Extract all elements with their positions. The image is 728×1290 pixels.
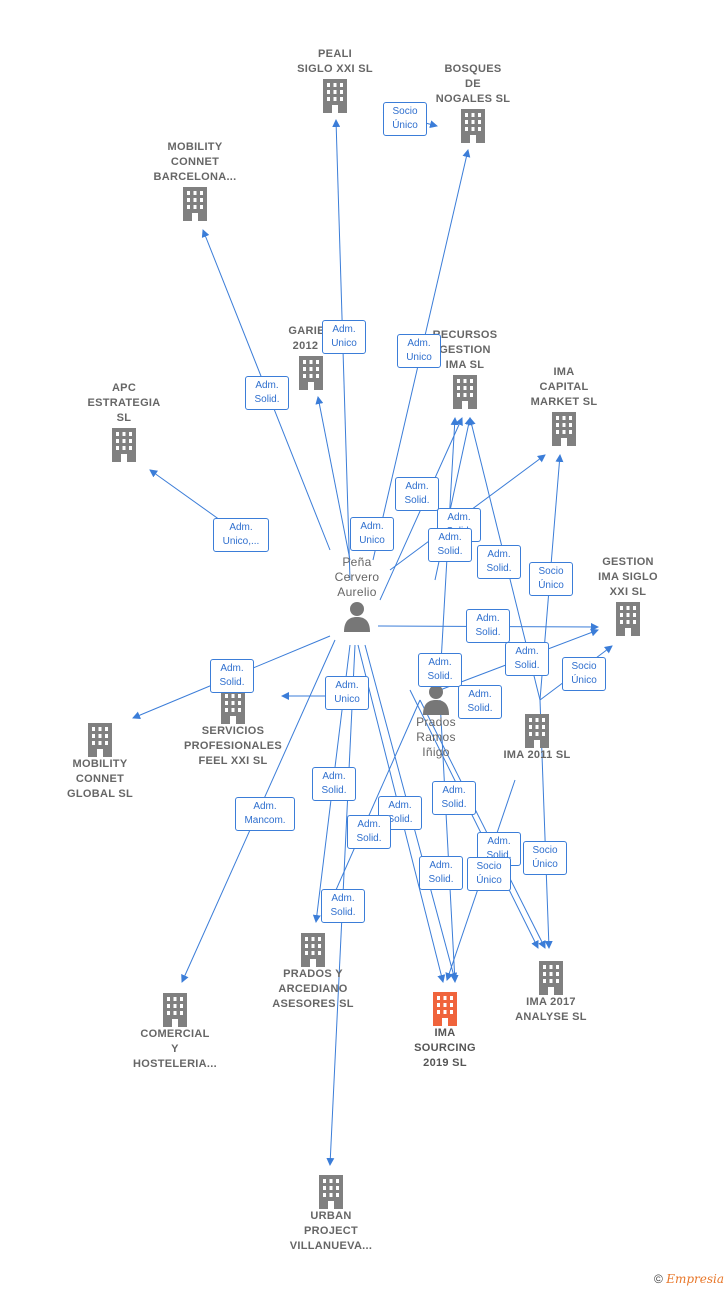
edge-tag[interactable]: Socio Único [562,657,606,691]
footer-brand: © Empresia [654,1272,724,1286]
edge-line [327,699,421,909]
building-icon [163,993,187,1027]
brand-logo: Empresia [666,1272,724,1286]
building-icon [453,375,477,409]
edge-tag[interactable]: Adm. Solid. [428,528,472,562]
edge-tag[interactable]: Adm. Unico [322,320,366,354]
edge-line [439,699,459,983]
edge-tag[interactable]: Adm. Unico [350,517,394,551]
person-icon [423,685,449,715]
person-pena[interactable]: Peña Cervero Aurelio [292,555,422,632]
node-label: IMA SOURCING 2019 SL [414,1027,476,1069]
node-label: IMA 2017 ANALYSE SL [515,996,587,1023]
node-servicios[interactable]: SERVICIOS PROFESIONALES FEEL XXI SL [168,688,298,769]
node-mobility-barcelona[interactable]: MOBILITY CONNET BARCELONA... [130,140,260,221]
edge-tag[interactable]: Adm. Unico,... [213,518,269,552]
building-icon [183,187,207,221]
node-label: SERVICIOS PROFESIONALES FEEL XXI SL [183,725,283,767]
node-label: URBAN PROJECT VILLANUEVA... [289,1210,373,1252]
edge-tag[interactable]: Socio Único [523,841,567,875]
node-mobility-global[interactable]: MOBILITY CONNET GLOBAL SL [35,721,165,802]
edge-tag[interactable]: Adm. Unico [397,334,441,368]
edge-tag[interactable]: Adm. Mancom. [235,797,295,831]
building-icon [301,933,325,967]
edge-tag[interactable]: Adm. Solid. [477,545,521,579]
edge-line [149,469,221,521]
edge-tag[interactable]: Adm. Solid. [395,477,439,511]
node-label: IMA CAPITAL MARKET SL [530,366,598,408]
building-icon [323,79,347,113]
node-ima-capital[interactable]: IMA CAPITAL MARKET SL [499,365,629,446]
node-label: RECURSOS GESTION IMA SL [432,329,498,371]
node-label: PEALI SIGLO XXI SL [297,48,373,75]
node-label: PRADOS Y ARCEDIANO ASESORES SL [272,968,354,1010]
building-icon [539,961,563,995]
person-label: Prados Ramos Iñigo [416,715,456,759]
building-icon [112,428,136,462]
edge-tag[interactable]: Adm. Solid. [432,781,476,815]
building-icon [616,602,640,636]
node-ima-2011[interactable]: IMA 2011 SL [472,712,602,763]
edge-line [315,396,351,561]
building-icon [221,690,245,724]
edge-tag[interactable]: Socio Único [383,102,427,136]
person-icon [344,602,370,632]
node-recursos[interactable]: RECURSOS GESTION IMA SL [400,328,530,409]
building-icon [461,109,485,143]
edge-tag[interactable]: Adm. Solid. [505,642,549,676]
node-gestion-ima[interactable]: GESTION IMA SIGLO XXI SL [563,555,693,636]
edge-tag[interactable]: Adm. Solid. [245,376,289,410]
edge-tag[interactable]: Adm. Solid. [312,767,356,801]
building-icon-focus [433,992,457,1026]
node-label: IMA 2011 SL [503,749,571,761]
building-icon [552,412,576,446]
node-label: MOBILITY CONNET BARCELONA... [153,141,237,183]
node-label: COMERCIAL Y HOSTELERIA... [133,1028,217,1070]
person-prados[interactable]: Prados Ramos Iñigo [371,683,501,760]
node-comercial[interactable]: COMERCIAL Y HOSTELERIA... [110,991,240,1072]
edge-line [419,699,546,949]
node-apc[interactable]: APC ESTRATEGIA SL [59,381,189,462]
node-bosques[interactable]: BOSQUES DE NOGALES SL [408,62,538,143]
node-ima-2017[interactable]: IMA 2017 ANALYSE SL [486,959,616,1025]
node-ima-sourcing[interactable]: IMA SOURCING 2019 SL [380,990,510,1071]
building-icon [525,714,549,748]
edge-tag[interactable]: Adm. Solid. [418,653,462,687]
node-prados-arcediano[interactable]: PRADOS Y ARCEDIANO ASESORES SL [248,931,378,1012]
edge-tag[interactable]: Adm. Solid. [210,659,254,693]
building-icon [88,723,112,757]
node-urban[interactable]: URBAN PROJECT VILLANUEVA... [266,1173,396,1254]
edge-tag[interactable]: Adm. Solid. [419,856,463,890]
person-label: Peña Cervero Aurelio [334,555,380,599]
copyright-icon: © [654,1272,663,1286]
edge-tag[interactable]: Adm. Unico [325,676,369,710]
building-icon [319,1175,343,1209]
edge-tag[interactable]: Socio Único [529,562,573,596]
node-label: APC ESTRATEGIA SL [87,382,161,424]
node-label: MOBILITY CONNET GLOBAL SL [66,758,134,800]
edge-line [409,689,539,949]
edge-tag[interactable]: Adm. Solid. [347,815,391,849]
building-icon [299,356,323,390]
edge-tag[interactable]: Adm. Solid. [321,889,365,923]
node-peali[interactable]: PEALI SIGLO XXI SL [270,47,400,113]
node-label: GESTION IMA SIGLO XXI SL [598,556,658,598]
edge-tag[interactable]: Socio Único [467,857,511,891]
node-label: BOSQUES DE NOGALES SL [435,63,511,105]
edge-tag[interactable]: Adm. Solid. [466,609,510,643]
edge-tag[interactable]: Adm. Solid. [458,685,502,719]
